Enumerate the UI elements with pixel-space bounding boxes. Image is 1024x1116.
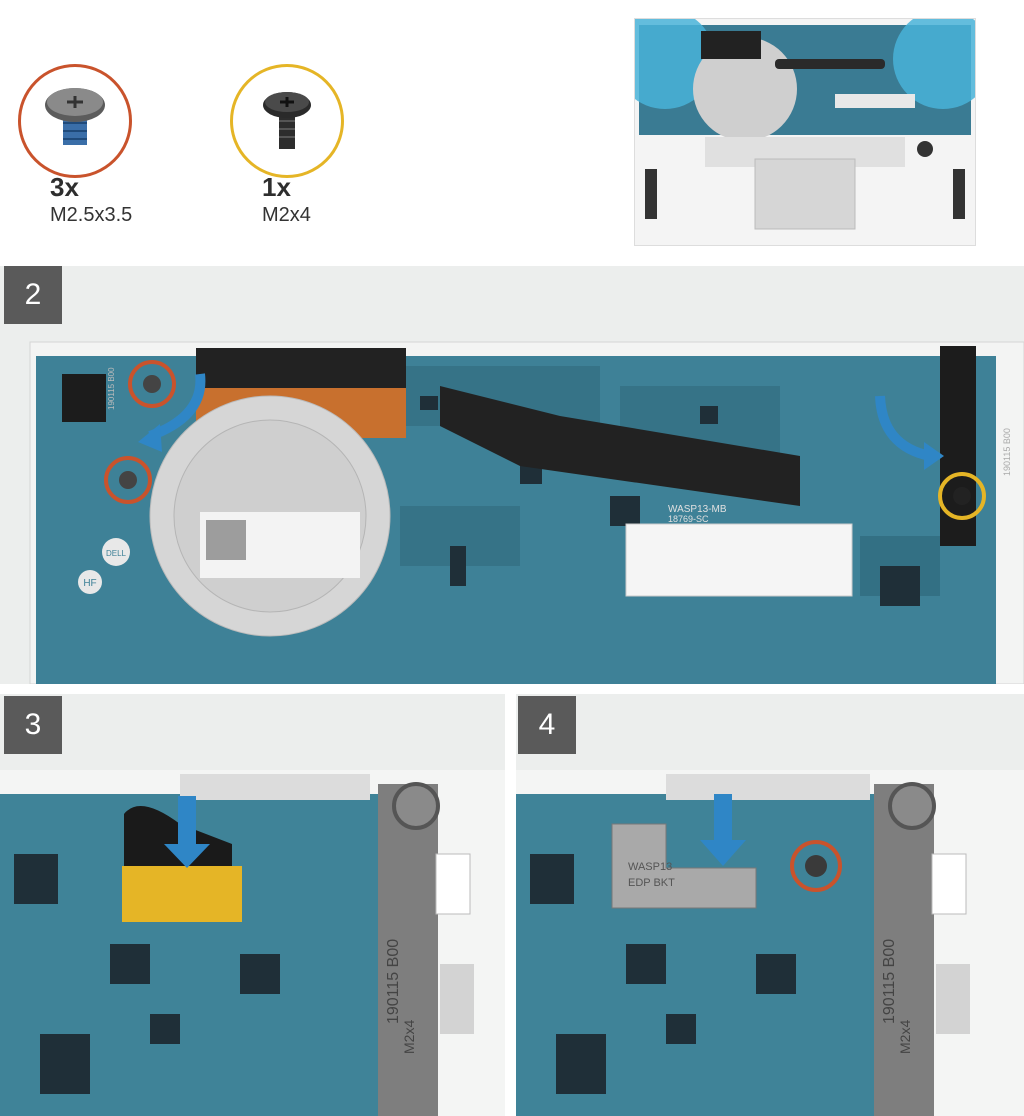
step-4-screw-red — [790, 840, 842, 892]
screw-size-m2-5x3-5: M2.5x3.5 — [50, 204, 133, 226]
screw-m2x4-icon — [263, 92, 311, 149]
step-2-badge: 2 — [4, 266, 62, 324]
board-code-label: 18769-SC — [668, 514, 709, 524]
step-4-hinge-label: 190115 B00 — [881, 939, 898, 1024]
overview-laptop-image — [634, 18, 976, 246]
step-3-image: 190115 B00 M2x4 — [0, 694, 505, 1116]
step-3-badge: 3 — [4, 696, 62, 754]
hinge-left-label: 190115 B00 — [107, 367, 116, 410]
screw-quantity-1x: 1x — [262, 172, 291, 202]
bracket-label-2: EDP BKT — [628, 877, 675, 889]
screw-legend-m2-5x3-5-circle — [18, 64, 132, 178]
step-3-hinge-size: M2x4 — [401, 1020, 417, 1054]
screw-yellow-1 — [938, 472, 986, 520]
edp-connector — [122, 866, 242, 922]
hinge-right-label: 190115 B00 — [1002, 428, 1012, 476]
step-4-badge: 4 — [518, 696, 576, 754]
dell-logo-text: DELL — [106, 549, 127, 558]
step-4-down-arrow — [700, 794, 746, 866]
hf-mark-text: HF — [83, 578, 96, 589]
overview-right-hinge-highlight — [893, 19, 975, 109]
screw-red-2 — [104, 456, 152, 504]
step-2-image: 190115 B00 190115 B00 DELL HF WASP13-MB … — [0, 266, 1024, 684]
board-model-label: WASP13-MB — [668, 504, 727, 515]
bracket-label-1: WASP13 — [628, 861, 672, 873]
screw-quantity-3x: 3x — [50, 172, 79, 202]
screw-m2-5x3-5-icon — [45, 88, 105, 145]
step-4-image: WASP13 EDP BKT 190115 B00 M2x4 — [516, 694, 1024, 1116]
step-2-left-arrow — [138, 373, 206, 452]
step-2-right-arrow — [875, 395, 944, 470]
edp-bracket — [611, 823, 757, 909]
screw-red-1 — [128, 360, 176, 408]
screw-size-m2x4: M2x4 — [262, 204, 311, 226]
step-3-down-arrow — [164, 796, 210, 868]
step-4-hinge-size: M2x4 — [897, 1020, 913, 1054]
step-3-hinge-label: 190115 B00 — [385, 939, 402, 1024]
screw-legend-m2x4-circle — [230, 64, 344, 178]
